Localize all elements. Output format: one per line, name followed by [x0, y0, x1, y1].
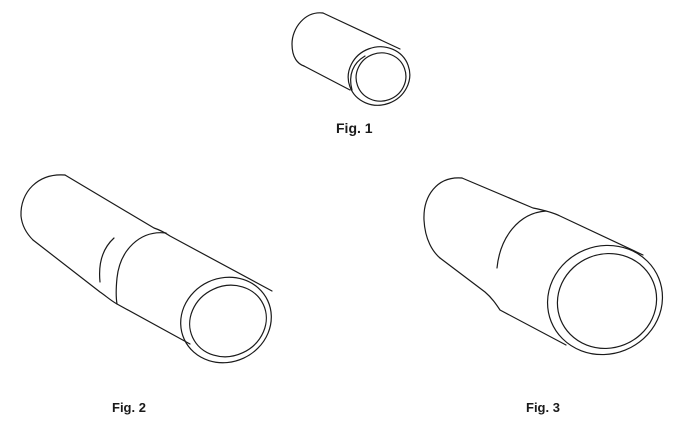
fig3-tube — [423, 177, 664, 356]
fig1-front-outer-rim — [347, 46, 411, 106]
fig3-transition-curve — [496, 210, 547, 269]
fig3-bottom-edge — [439, 257, 567, 346]
fig2-bottom-edge — [32, 239, 191, 345]
fig1-caption: Fig. 1 — [336, 120, 373, 136]
fig1-inner-wall-curve — [350, 55, 366, 91]
fig3-back-end — [423, 177, 463, 259]
fig2-caption: Fig. 2 — [112, 400, 146, 415]
fig1-front-inner-rim — [355, 52, 407, 102]
fig1-top-edge — [322, 12, 401, 50]
fig2-top-edge — [64, 174, 273, 292]
fig2-front-inner-rim — [189, 284, 267, 358]
fig1-bottom-edge — [303, 65, 351, 91]
fig1-back-end — [291, 12, 324, 67]
fig3-caption: Fig. 3 — [526, 400, 560, 415]
fig2-back-end — [20, 174, 66, 241]
fig2-front-outer-rim — [180, 276, 272, 364]
fig3-top-edge — [461, 177, 644, 256]
fig3-front-outer-rim — [546, 244, 664, 356]
fig1-tube — [291, 12, 411, 106]
fig3-front-inner-rim — [556, 252, 658, 350]
fig2-tube — [20, 174, 273, 364]
fig2-step-seam-left — [98, 237, 115, 283]
fig2-step-seam-right — [115, 232, 167, 305]
